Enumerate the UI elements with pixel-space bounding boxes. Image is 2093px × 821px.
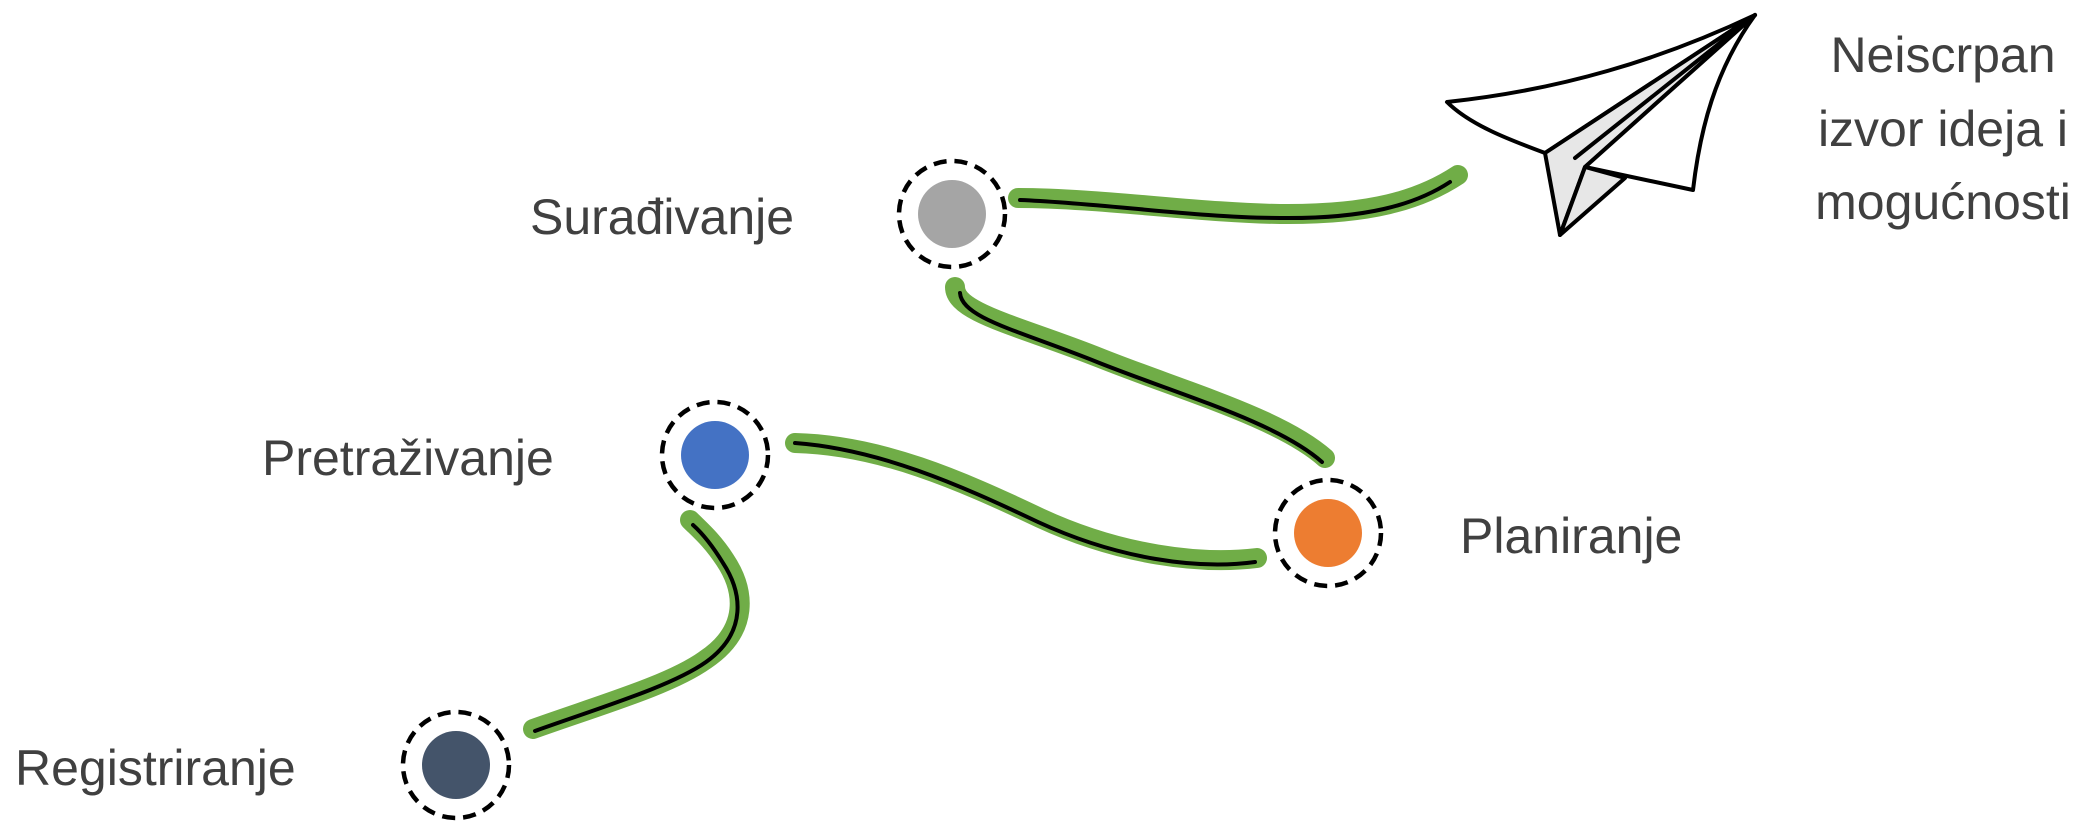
step-label-planiranje: Planiranje	[1460, 508, 1682, 564]
paper-plane-icon	[1445, 13, 1757, 237]
path-registriranje-to-pretrazivanje	[523, 510, 750, 739]
step-dot-suradivanje	[918, 180, 986, 248]
step-label-suradivanje: Surađivanje	[530, 189, 794, 245]
goal-text: Neiscrpan izvor ideja i mogućnosti	[1815, 27, 2071, 230]
step-dot-planiranje	[1294, 499, 1362, 567]
step-node-planiranje	[1272, 477, 1384, 589]
goal-line-3: mogućnosti	[1815, 174, 2071, 230]
step-dot-registriranje	[422, 731, 490, 799]
goal-line-2: izvor ideja i	[1818, 101, 2068, 157]
goal-line-1: Neiscrpan	[1830, 27, 2055, 83]
step-node-registriranje	[400, 709, 512, 821]
path-planiranje-to-suradivanje	[945, 277, 1335, 468]
step-label-pretrazivanje: Pretraživanje	[262, 430, 554, 486]
path-pretrazivanje-to-planiranje	[785, 433, 1267, 571]
path-suradivanje-to-goal	[1008, 165, 1468, 225]
step-node-suradivanje	[896, 158, 1008, 270]
step-dot-pretrazivanje	[681, 421, 749, 489]
step-node-pretrazivanje	[659, 399, 771, 511]
step-label-registriranje: Registriranje	[15, 740, 296, 796]
